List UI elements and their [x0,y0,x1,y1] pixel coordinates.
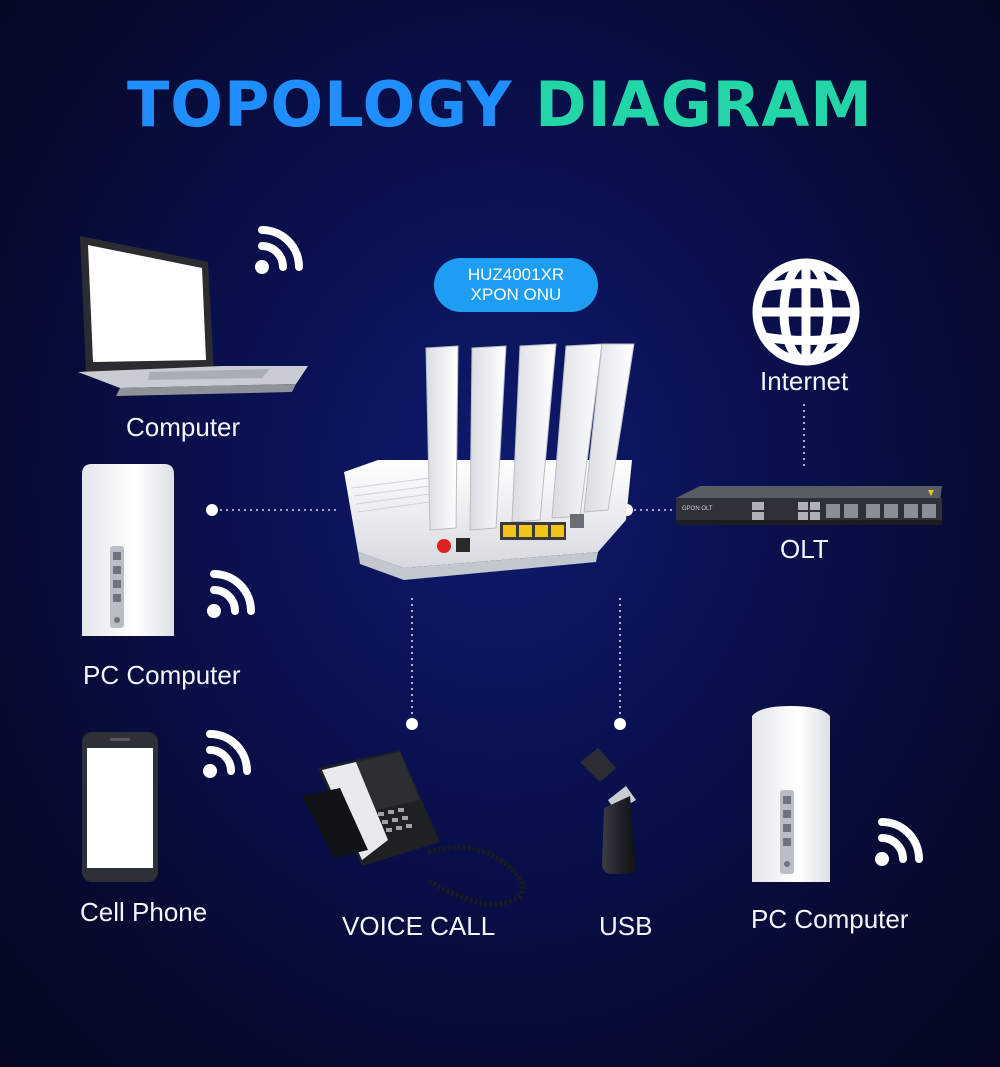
wifi-icon [207,570,255,618]
label-internet: Internet [760,366,849,396]
label-usb: USB [599,911,653,941]
wifi-icon [875,818,923,866]
olt-icon: GPON OLT [676,486,942,525]
onu-router-icon [344,343,635,580]
label-pc-left: PC Computer [83,660,241,690]
label-computer: Computer [126,412,241,442]
title-part-2: DIAGRAM [535,68,873,141]
laptop-icon [78,236,308,396]
mesh-router-icon [82,464,174,636]
cell-phone-icon [82,732,158,882]
device-model: HUZ4001XR [467,265,565,284]
mesh-router-icon [752,706,830,882]
label-voice-call: VOICE CALL [342,911,496,941]
wifi-icon [255,226,303,274]
diagram-title: TOPOLOGY DIAGRAM [0,68,1000,141]
label-pc-right: PC Computer [751,904,909,934]
globe-icon [752,258,860,366]
wifi-icon [203,730,251,778]
olt-panel-text: GPON OLT [682,506,713,512]
usb-drive-icon [580,748,636,874]
device-badge: HUZ4001XR XPON ONU [434,258,598,312]
label-olt: OLT [780,534,829,564]
label-cell-phone: Cell Phone [80,897,208,927]
device-type: XPON ONU [470,285,562,304]
connector-lines [214,404,805,720]
title-part-1: TOPOLOGY [127,68,513,141]
telephone-icon [302,750,525,907]
